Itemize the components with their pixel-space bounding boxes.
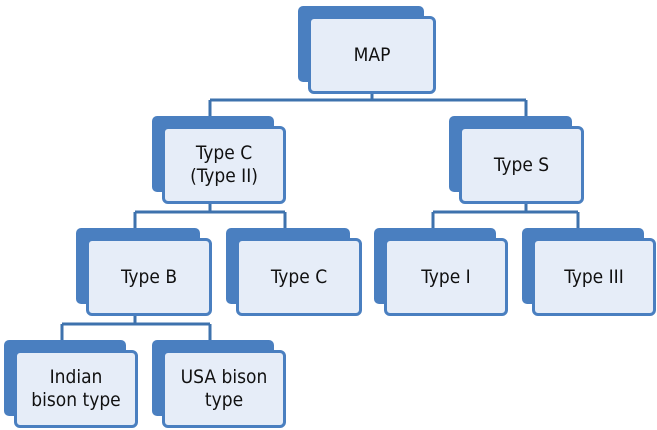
node-label: Type I [384, 238, 508, 316]
node-type-s: Type S [449, 116, 584, 204]
connector-type-b [60, 312, 212, 340]
connector-map [208, 90, 528, 116]
node-label: Type C (Type II) [162, 126, 286, 204]
node-type-b: Type B [76, 228, 212, 316]
node-type-i: Type I [374, 228, 508, 316]
connector-type-s [431, 200, 580, 228]
node-map: MAP [298, 6, 436, 94]
node-usa-bison: USA bison type [152, 340, 286, 428]
node-type-c-ii: Type C (Type II) [152, 116, 286, 204]
node-label: MAP [308, 16, 436, 94]
node-label: Indian bison type [14, 350, 138, 428]
node-label: USA bison type [162, 350, 286, 428]
connector-type-c-ii [133, 200, 287, 228]
node-indian-bison: Indian bison type [4, 340, 138, 428]
node-label: Type S [459, 126, 584, 204]
node-label: Type III [532, 238, 656, 316]
node-label: Type B [86, 238, 212, 316]
node-label: Type C [236, 238, 362, 316]
node-type-c: Type C [226, 228, 362, 316]
node-type-iii: Type III [522, 228, 656, 316]
